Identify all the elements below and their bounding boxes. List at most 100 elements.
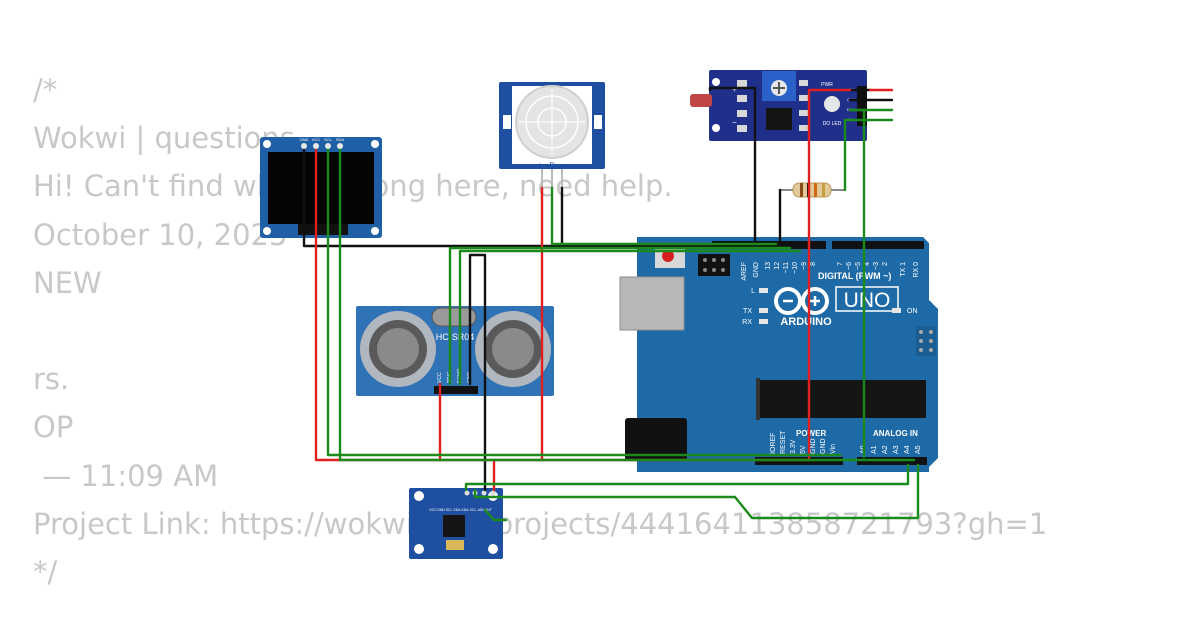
pin-hole[interactable] <box>337 143 343 149</box>
oled-display[interactable]: GND VCC SCL SDA <box>260 137 382 238</box>
icsp-pin <box>712 268 716 272</box>
wire-green[interactable] <box>843 118 852 192</box>
resistor[interactable] <box>780 182 845 198</box>
wire-green[interactable] <box>464 463 910 492</box>
power-pin-label: GND <box>820 438 827 454</box>
smd-resistor <box>737 110 747 117</box>
analog-pin-label: A2 <box>882 445 889 454</box>
transducer-left-mesh <box>377 328 419 370</box>
board-name: UNO <box>844 289 891 312</box>
ldr-do-led-label: DO LED <box>823 121 842 127</box>
digital-pin-label: GND <box>753 262 760 278</box>
digital-pin-label: 13 <box>765 262 772 270</box>
logo-ring <box>801 287 829 315</box>
pir-side-tab <box>594 115 602 129</box>
digital-pin-label: 8 <box>810 262 817 266</box>
mpu-pin-label: GND <box>437 508 445 512</box>
mpu6050-module[interactable]: VCC GND SCL SDA XDA XCL AD0 INT <box>409 488 503 559</box>
analog-pin-label: A4 <box>904 445 911 454</box>
digital-pin-label: 12 <box>774 262 781 270</box>
comment-line: */ <box>33 554 58 589</box>
ultrasonic-pin-label: VCC <box>437 372 443 383</box>
wire-green[interactable] <box>326 148 842 457</box>
wire-green[interactable] <box>550 186 778 246</box>
oled-pin-label: VCC <box>312 137 321 142</box>
usb-port[interactable] <box>619 276 685 331</box>
wire-green[interactable] <box>448 246 792 386</box>
power-label: POWER <box>796 429 826 438</box>
icsp-pin <box>919 330 923 334</box>
comment-line: Project Link: https://wokwi.com/projects… <box>33 506 1048 541</box>
comment-line: — 11:09 AM <box>33 458 219 493</box>
ultrasonic-sensor[interactable]: HC-SR04 VCC TRIG ECHO GND <box>356 306 554 396</box>
led-l-label: L <box>751 288 755 295</box>
oled-pin-label: SDA <box>336 137 345 142</box>
mount-hole <box>414 491 424 501</box>
oled-pin-header[interactable]: GND VCC SCL SDA <box>300 137 345 149</box>
brand-name: ARDUINO <box>780 316 832 328</box>
arduino-uno-board[interactable]: AREF GND 13 12 ~11 ~10 ~9 8 7 ~6 ~5 4 ~3… <box>619 237 938 472</box>
resistor-band <box>800 183 803 197</box>
regulator <box>446 540 464 550</box>
mpu-pin-label: AD0 <box>478 508 485 512</box>
digital-pin-label: AREF <box>741 262 748 281</box>
transducer-right-mesh <box>492 328 534 370</box>
pin-hole[interactable] <box>301 143 307 149</box>
power-jack[interactable] <box>625 418 687 461</box>
wire-black[interactable] <box>708 86 757 248</box>
mpu-pin-label: XCL <box>470 508 477 512</box>
wires[interactable] <box>302 86 920 522</box>
icsp-pin <box>712 258 716 262</box>
digital-pin-label: ~9 <box>801 262 808 270</box>
mount-hole <box>414 544 424 554</box>
pir-sensor[interactable]: + D − <box>499 82 605 188</box>
smd-resistor <box>799 110 808 116</box>
wire-black[interactable] <box>468 253 487 492</box>
led-l <box>759 288 768 293</box>
wire-green[interactable] <box>458 249 802 386</box>
comparator-chip <box>766 108 792 130</box>
digital-pwm-label: DIGITAL (PWM ~) <box>818 271 891 281</box>
reset-button-cap[interactable] <box>662 250 674 262</box>
power-pin-label: Vin <box>830 444 837 454</box>
icsp-pin <box>703 258 707 262</box>
pin-hole[interactable] <box>481 490 487 496</box>
oled-screen <box>268 152 374 224</box>
pin-hole[interactable] <box>464 490 470 496</box>
icsp-header <box>698 254 730 276</box>
mount-hole <box>263 227 271 235</box>
mount-hole <box>371 227 379 235</box>
atmega-chip <box>760 380 926 418</box>
icsp-pin <box>919 348 923 352</box>
comment-line: October 10, 2025 <box>33 217 288 252</box>
power-pin-label: RESET <box>780 430 787 454</box>
wire-green[interactable] <box>483 508 508 522</box>
pin-hole[interactable] <box>325 143 331 149</box>
imu-chip <box>443 515 465 537</box>
smd-resistor <box>737 95 747 102</box>
status-led <box>824 96 840 112</box>
analog-pin-label: A5 <box>915 445 922 454</box>
mpu-pin-label: SCL <box>446 508 453 512</box>
photoresistor-icon <box>690 94 712 107</box>
digital-pin-labels: AREF GND 13 12 ~11 ~10 ~9 8 7 ~6 ~5 4 ~3… <box>741 262 920 281</box>
mpu-pin-label: XDA <box>461 508 469 512</box>
ultrasonic-pin-header <box>434 386 478 394</box>
icsp-pin <box>703 268 707 272</box>
mount-hole <box>488 544 498 554</box>
digital-header-low[interactable] <box>832 241 924 249</box>
pin-hole[interactable] <box>313 143 319 149</box>
wire-green[interactable] <box>473 463 920 520</box>
wire-red[interactable] <box>807 88 852 462</box>
icsp-pin <box>929 330 933 334</box>
smd-resistor <box>799 95 808 101</box>
wire-black[interactable] <box>302 148 757 248</box>
wire-green[interactable] <box>338 148 916 462</box>
ldr-pin-header <box>857 86 867 126</box>
oled-ribbon <box>298 224 348 235</box>
ldr-module[interactable]: + − PWR DO LED VCC GND DO AO <box>690 70 867 141</box>
pir-side-tab <box>503 115 511 129</box>
comment-line: /* <box>33 73 58 107</box>
pin-hole[interactable] <box>490 490 496 496</box>
